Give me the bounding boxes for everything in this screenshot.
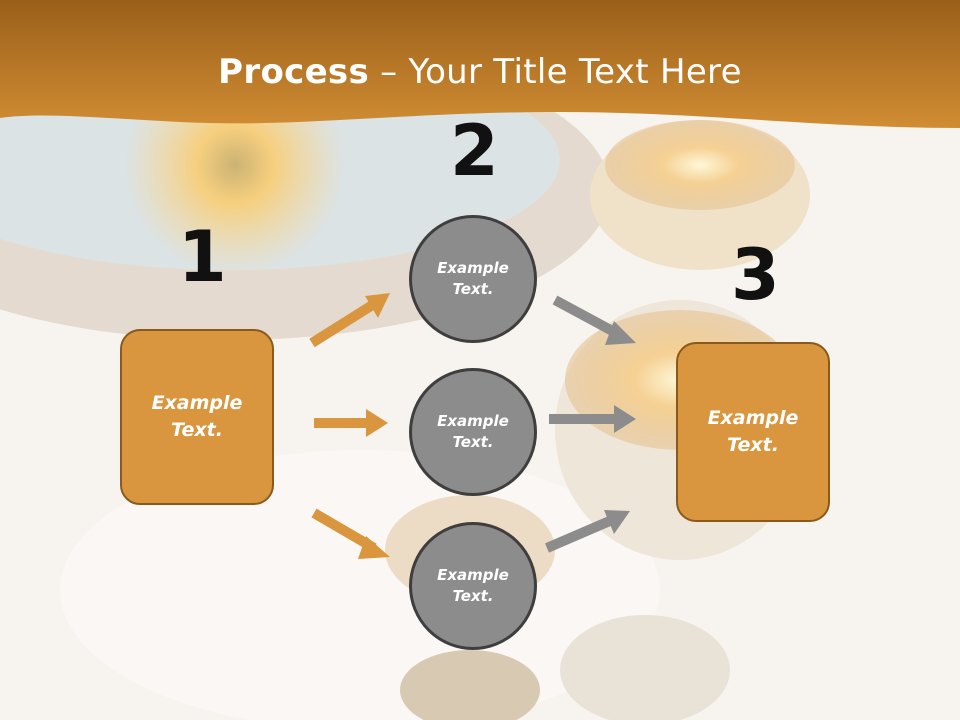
arrow-1-to-middle (314, 409, 388, 437)
circle-middle: Example Text. (409, 368, 537, 496)
arrow-top-to-3 (552, 295, 636, 345)
arrow-bottom-to-3 (545, 510, 630, 553)
slide-title: Process – Your Title Text Here (0, 52, 960, 92)
step-3-line1: Example (707, 407, 799, 430)
step-3-line2: Text. (727, 434, 779, 456)
step-1-line1: Example (151, 392, 243, 415)
circle-top-line2: Text. (452, 280, 494, 298)
circle-top-line1: Example (437, 259, 509, 277)
step-1-box: Example Text. (120, 329, 274, 505)
step-3-box: Example Text. (676, 342, 830, 522)
circle-top: Example Text. (409, 215, 537, 343)
arrow-1-to-top (309, 293, 390, 348)
circle-middle-line1: Example (437, 412, 509, 430)
title-rest: – Your Title Text Here (369, 52, 742, 92)
step-1-line2: Text. (171, 419, 223, 441)
step-number-2: 2 (450, 110, 499, 192)
step-number-3: 3 (731, 234, 780, 316)
title-bold: Process (218, 52, 370, 92)
arrow-1-to-bottom (311, 508, 390, 559)
circle-middle-line2: Text. (452, 433, 494, 451)
circle-bottom: Example Text. (409, 522, 537, 650)
circle-bottom-line1: Example (437, 566, 509, 584)
step-number-1: 1 (178, 216, 227, 298)
arrow-middle-to-3 (549, 405, 636, 433)
circle-bottom-line2: Text. (452, 587, 494, 605)
